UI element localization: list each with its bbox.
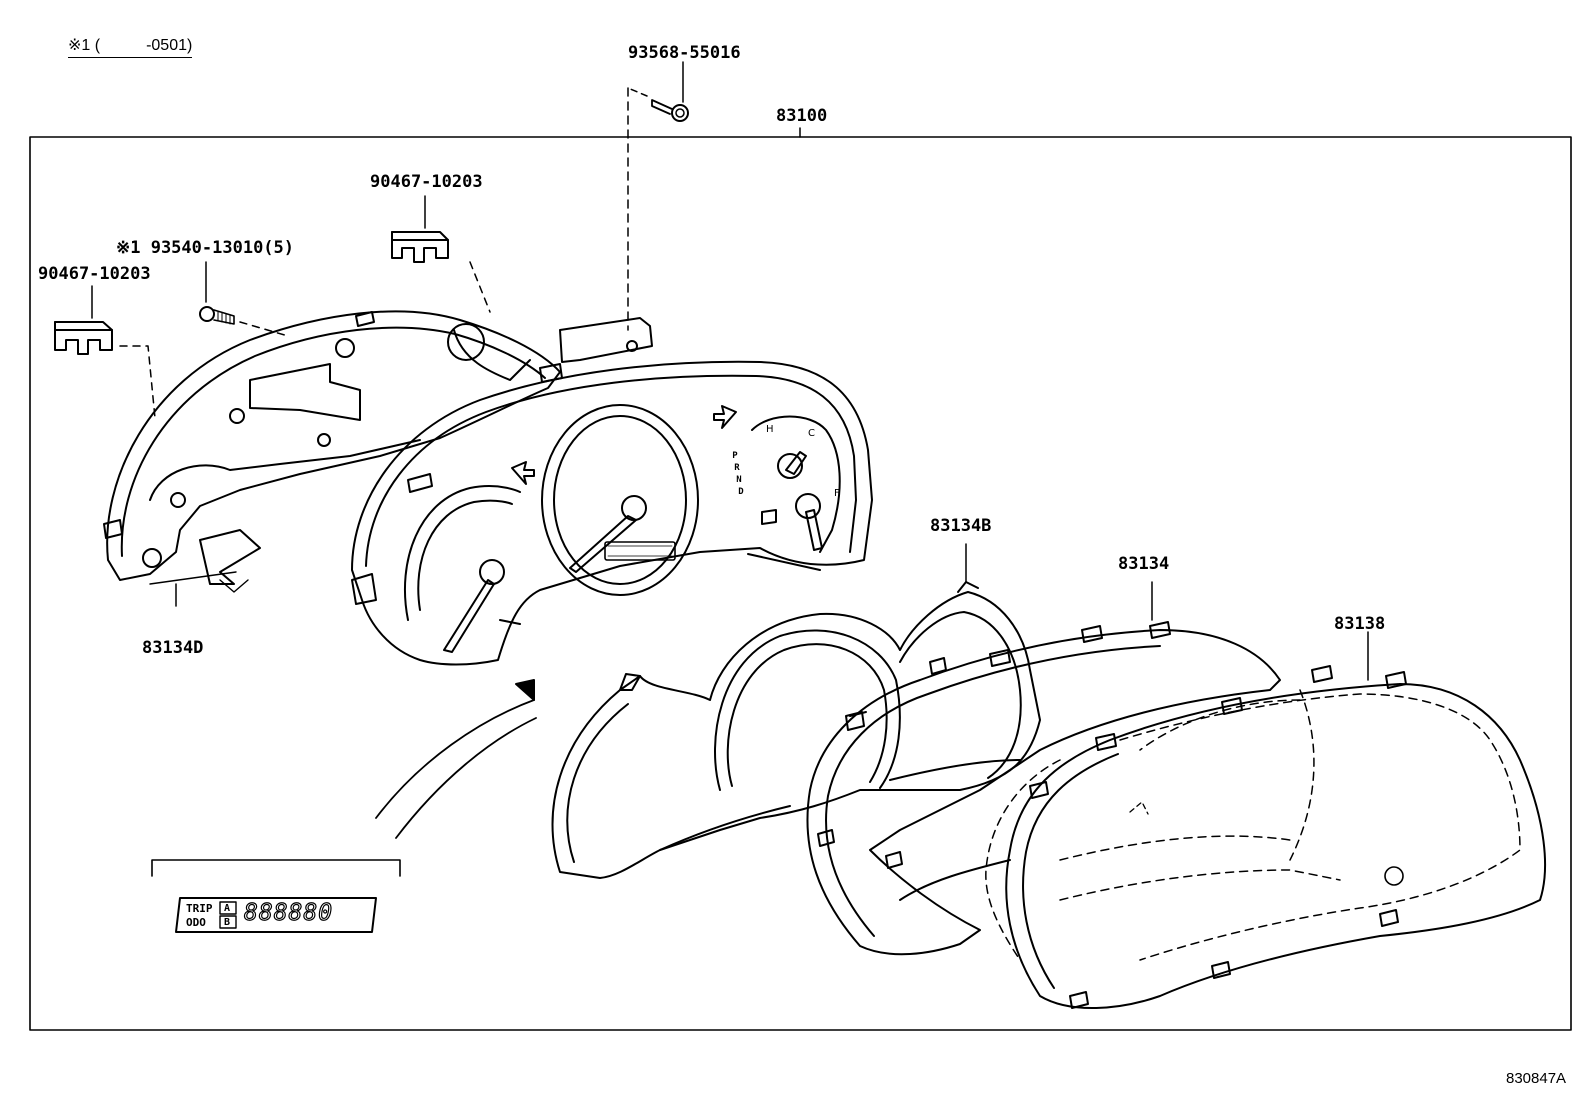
part-label-83134[interactable]: 83134 — [1118, 554, 1170, 574]
screw-93568-icon — [627, 61, 689, 331]
view-arrow — [375, 699, 535, 819]
clip-upper-icon — [391, 195, 491, 313]
fuel-f: F — [834, 488, 840, 499]
odo-button-b: B — [224, 917, 231, 928]
gear-d: D — [738, 487, 744, 497]
diagram-ref: 830847A — [1506, 1070, 1567, 1087]
glass-83134 — [806, 581, 1281, 956]
note-suffix: -0501) — [146, 37, 193, 54]
part-label-83134B[interactable]: 83134B — [930, 516, 992, 536]
detail-bracket — [151, 859, 401, 877]
odo-digits: 888880 — [243, 899, 334, 926]
screw-93540-icon — [199, 261, 289, 337]
trip-button-a: A — [224, 903, 231, 914]
part-label-93568-55016[interactable]: 93568-55016 — [628, 43, 741, 63]
temp-h: H — [766, 424, 774, 435]
part-label-83100[interactable]: 83100 — [776, 106, 828, 126]
part-label-90467-10203-left[interactable]: 90467-10203 — [38, 264, 151, 284]
meter-cluster — [351, 317, 873, 666]
note-prefix: ※1 ( — [68, 37, 101, 54]
assembly-frame — [29, 136, 1572, 1031]
part-label-90467-10203-upper[interactable]: 90467-10203 — [370, 172, 483, 192]
trip-label: TRIP — [186, 902, 213, 915]
gear-p: P — [732, 451, 738, 461]
odo-display-detail — [175, 897, 377, 933]
temp-c: C — [808, 428, 815, 439]
clip-left-icon — [54, 285, 156, 419]
cover-83138 — [985, 631, 1547, 1009]
part-label-83134D[interactable]: 83134D — [142, 638, 204, 658]
gear-n: N — [736, 475, 742, 485]
case-back-83134D — [103, 310, 561, 607]
odo-label: ODO — [186, 916, 206, 929]
part-label-83138[interactable]: 83138 — [1334, 614, 1386, 634]
part-label-93540-13010[interactable]: ※1 93540-13010(5) — [116, 238, 295, 258]
note-label: ※1 ( -0501) — [68, 37, 193, 58]
gear-r: R — [734, 463, 740, 473]
plate-83134B — [551, 543, 1041, 879]
